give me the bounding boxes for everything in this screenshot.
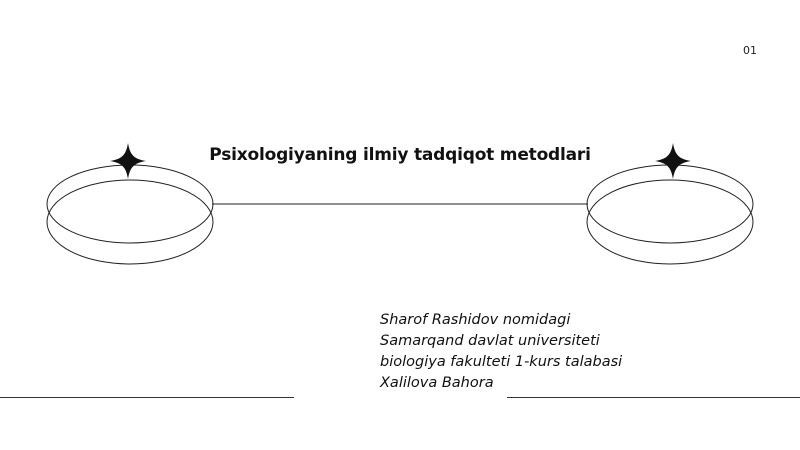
left-ring <box>46 164 214 265</box>
author-line: Samarqand davlat universiteti <box>380 333 600 349</box>
bottom-rule-right <box>507 397 800 398</box>
slide-number: 01 <box>743 44 757 57</box>
right-ring <box>586 164 754 265</box>
four-point-star-icon <box>655 143 691 179</box>
author-line: biologiya fakulteti 1-kurs talabasi <box>380 354 623 370</box>
bottom-rule-left <box>0 397 294 398</box>
slide-title: Psixologiyaning ilmiy tadqiqot metodlari <box>209 145 591 165</box>
four-point-star-icon <box>110 143 146 179</box>
author-line: Sharof Rashidov nomidagi <box>380 312 571 328</box>
author-info: Sharof Rashidov nomidagi Samarqand davla… <box>380 310 622 394</box>
author-line: Xalilova Bahora <box>380 375 494 391</box>
